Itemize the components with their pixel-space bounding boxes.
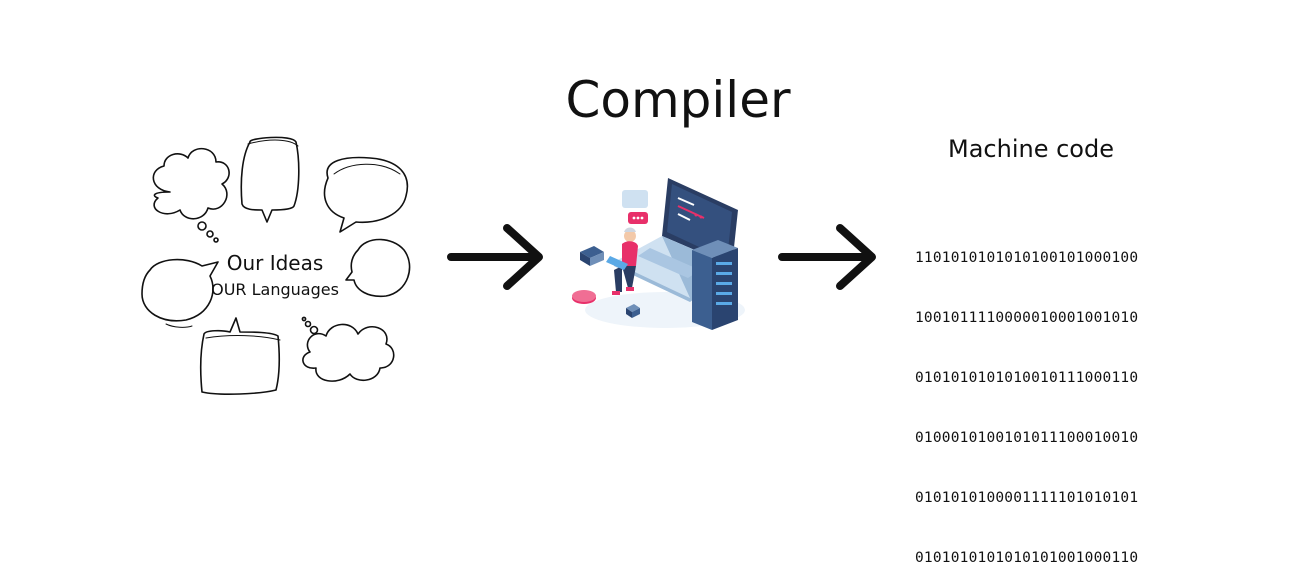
binary-line: 0100010100101011100010010	[915, 430, 1139, 446]
binary-line: 0101010101010101001000110	[915, 550, 1139, 566]
thought-cloud-icon	[152, 147, 230, 243]
arrow-right-icon	[778, 224, 876, 290]
ideas-subtitle: OUR Languages	[211, 280, 339, 299]
speech-bubble-icon	[199, 317, 281, 395]
binary-code-block: 1101010101010100101000100 10010111100000…	[915, 208, 1185, 588]
speech-bubble-icon	[141, 258, 219, 328]
speech-bubble-icon	[323, 156, 409, 233]
binary-line: 1101010101010100101000100	[915, 250, 1139, 266]
arrow-right-icon	[447, 224, 543, 290]
developer-at-laptop-illustration	[572, 178, 745, 330]
thought-cloud-icon	[301, 316, 395, 382]
speech-bubble-icon	[345, 238, 411, 298]
speech-bubble-icon	[240, 136, 300, 223]
binary-line: 1001011110000010001001010	[915, 310, 1139, 326]
binary-line: 0101010100001111101010101	[915, 490, 1139, 506]
ideas-title: Our Ideas	[226, 251, 324, 275]
ideas-bubble-cluster	[141, 136, 411, 395]
machine-code-title: Machine code	[948, 135, 1114, 163]
page-title: Compiler	[565, 71, 791, 129]
binary-line: 0101010101010010111000110	[915, 370, 1139, 386]
